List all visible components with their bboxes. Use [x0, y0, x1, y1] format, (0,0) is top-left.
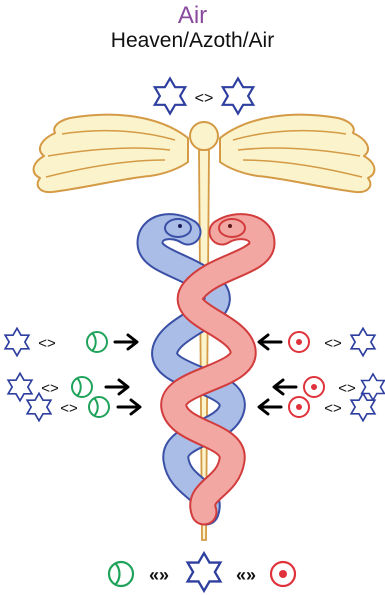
- star-icon: [27, 393, 51, 420]
- star-icon: [5, 328, 29, 355]
- bottom-row: «» «»: [109, 553, 295, 591]
- arrow-icon: [259, 335, 281, 349]
- arrow-icon: [259, 400, 281, 414]
- star-icon: [188, 553, 221, 591]
- staff-knob: [190, 122, 218, 150]
- red-snake-eye: [228, 224, 232, 228]
- right-connector-2: <>: [338, 380, 356, 397]
- left-row-2: <>: [8, 373, 128, 400]
- right-connector-1: <>: [324, 335, 342, 352]
- top-right-star-icon: [223, 78, 254, 113]
- crescent-moon-icon: [89, 397, 109, 417]
- left-row-1: <>: [5, 328, 137, 355]
- top-connector: <>: [195, 90, 214, 107]
- crescent-moon-icon: [109, 562, 133, 586]
- top-star-pair: <>: [155, 78, 254, 113]
- left-connector-2: <>: [41, 380, 59, 397]
- blue-snake-head: [165, 219, 191, 237]
- crescent-moon-icon: [87, 332, 107, 352]
- red-snake-head: [219, 219, 245, 237]
- left-connector-3: <>: [60, 400, 78, 417]
- right-connector-3: <>: [324, 400, 342, 417]
- bottom-connector-left: «»: [149, 565, 169, 585]
- left-wing-icon: [34, 115, 188, 192]
- left-connector-1: <>: [38, 335, 56, 352]
- star-icon: [8, 373, 32, 400]
- blue-snake-eye: [178, 224, 182, 228]
- arrow-icon: [118, 400, 140, 414]
- bottom-connector-right: «»: [236, 565, 256, 585]
- top-left-star-icon: [155, 78, 186, 113]
- arrow-icon: [106, 380, 128, 394]
- arrow-icon: [274, 380, 296, 394]
- arrow-icon: [115, 335, 137, 349]
- star-icon: [351, 328, 375, 355]
- right-row-2: <>: [274, 374, 384, 400]
- crescent-moon-icon: [72, 377, 92, 397]
- right-wing-icon: [220, 115, 374, 192]
- right-row-1: <>: [259, 328, 375, 355]
